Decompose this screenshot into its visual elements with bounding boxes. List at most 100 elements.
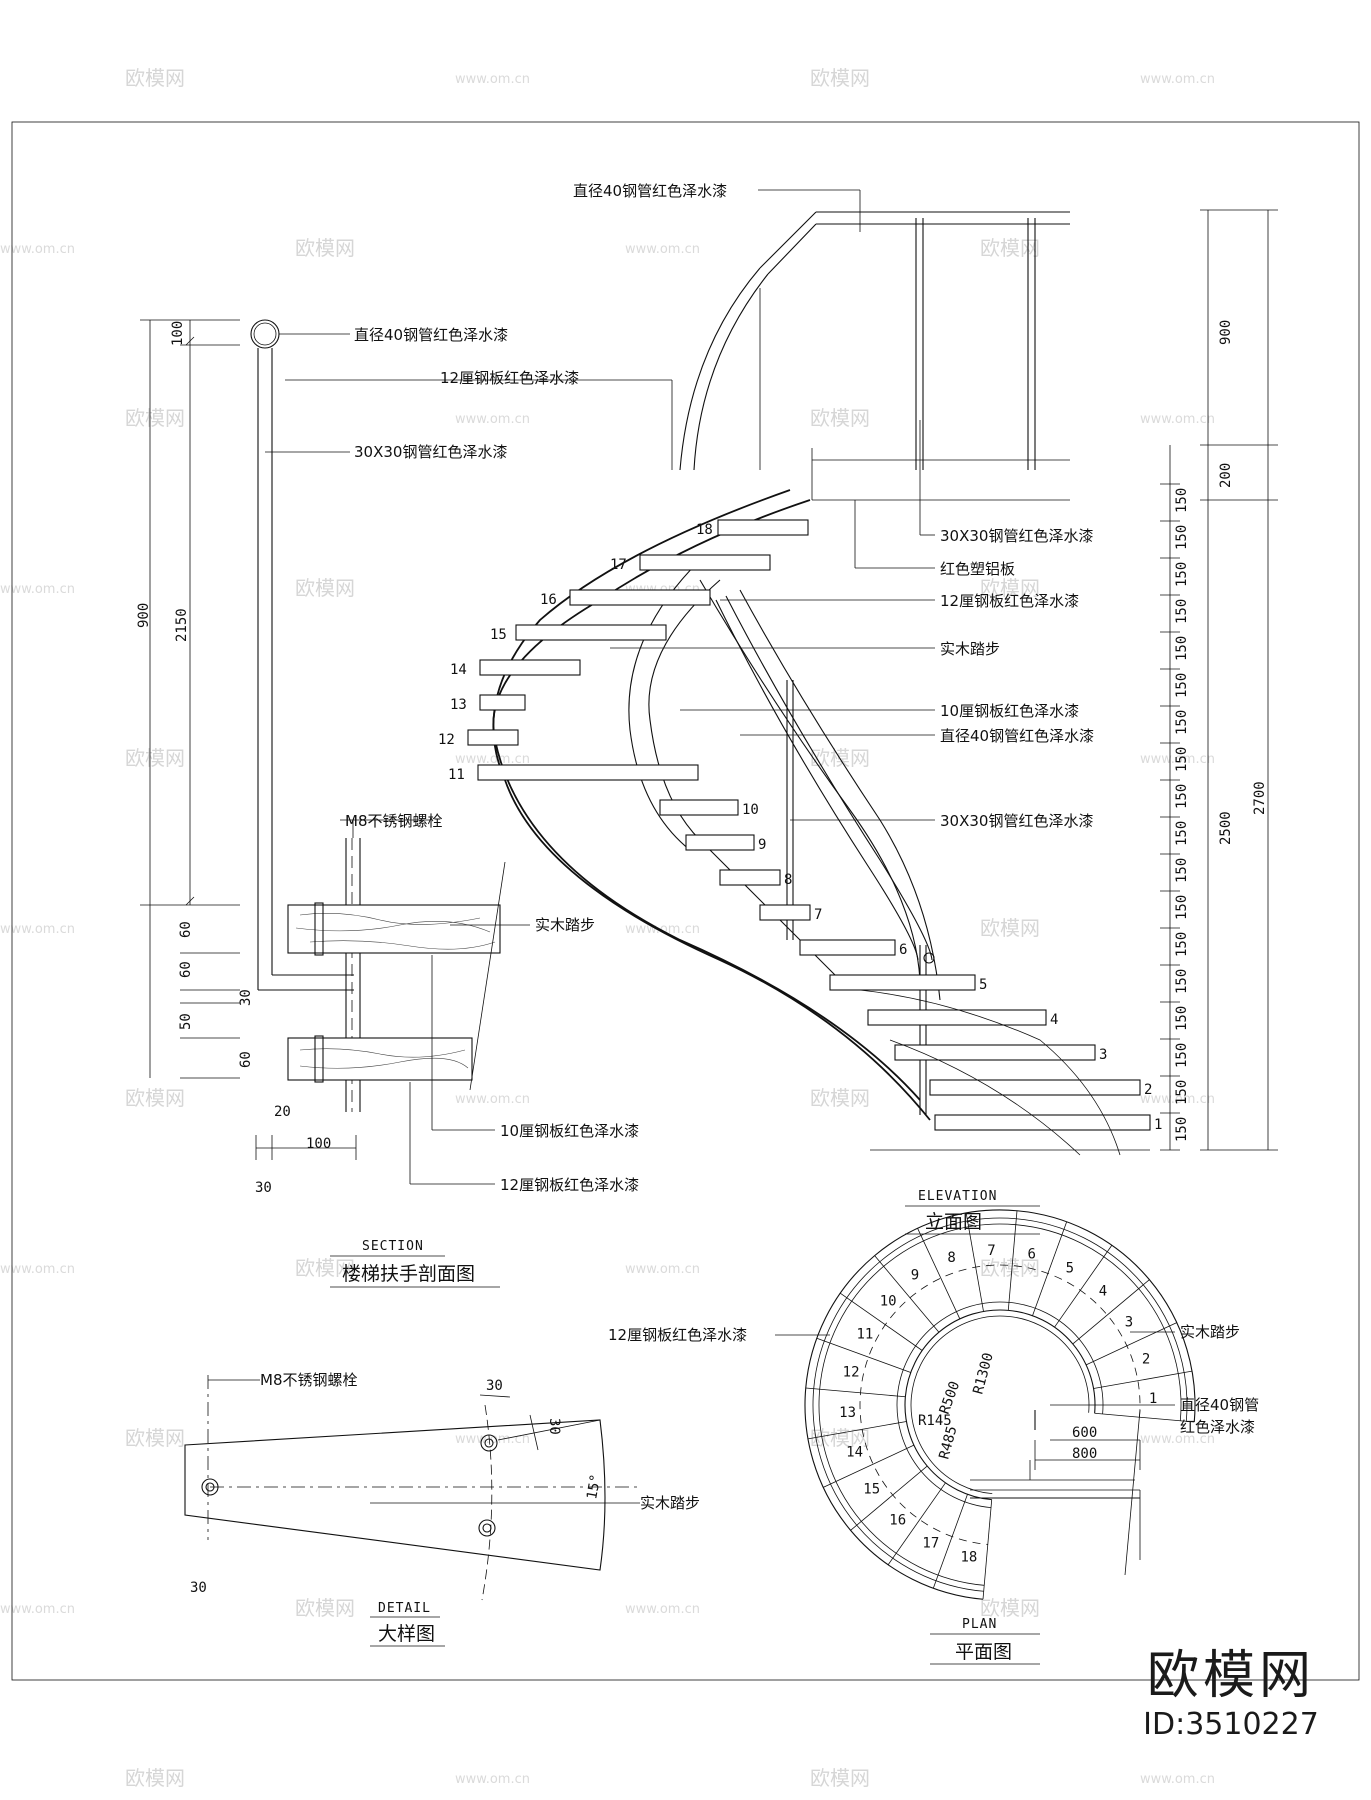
plan-step-number: 15 (863, 1481, 880, 1497)
dim-2150: 2150 (174, 608, 190, 642)
section-label-steel12b: 12厘钢板红色泽水漆 (500, 1176, 639, 1194)
elevation-tread (467, 729, 519, 746)
watermark-url: www.om.cn (455, 1432, 530, 1447)
elevation-tread (639, 554, 771, 571)
elev-dim-900: 900 (1218, 320, 1234, 345)
watermark-url: www.om.cn (1140, 412, 1215, 427)
sheet-frame (11, 121, 1360, 1681)
plan-r485: R485 (936, 1424, 960, 1461)
watermark-brand: 欧模网 (125, 1086, 185, 1110)
elevation-riser-dim: 150 (1174, 562, 1190, 587)
section-tread-upper (287, 904, 501, 954)
plan-label-handrail-2: 红色泽水漆 (1180, 1418, 1255, 1436)
plan-step-number: 12 (843, 1364, 860, 1380)
elevation-tread (479, 694, 526, 711)
dim-30v: 30 (238, 989, 254, 1006)
elev-dim-2700: 2700 (1252, 781, 1268, 815)
plan-step-number: 17 (922, 1535, 939, 1551)
elev-label-top-handrail: 直径40钢管红色泽水漆 (573, 182, 727, 200)
detail-drawing: 30 30 15° 30 M8不锈钢螺栓 实木踏步 DETAIL 大样图 (184, 1371, 700, 1647)
plan-title-en: PLAN (962, 1617, 997, 1632)
elev-label-post2: 30X30钢管红色泽水漆 (940, 812, 1093, 830)
elevation-step-number: 16 (540, 592, 557, 608)
detail-label-bolt: M8不锈钢螺栓 (260, 1371, 358, 1389)
elevation-step-number: 17 (610, 557, 627, 573)
brand-logo-id: ID:3510227 (1143, 1707, 1319, 1742)
plan-r500: R500 (937, 1379, 964, 1416)
detail-bolt-bottom-icon (478, 1519, 496, 1537)
elevation-step-number: 11 (448, 767, 465, 783)
elevation-step-number: 15 (490, 627, 507, 643)
elevation-riser-dim: 150 (1174, 525, 1190, 550)
elevation-step-number: 3 (1099, 1047, 1107, 1063)
elevation-riser-dim: 150 (1174, 858, 1190, 883)
watermark-url: www.om.cn (0, 242, 75, 257)
elevation-tread (759, 904, 811, 921)
elevation-tread (799, 939, 896, 956)
watermark-brand: 欧模网 (810, 66, 870, 90)
elevation-step-number: 12 (438, 732, 455, 748)
dim-50: 50 (178, 1013, 194, 1030)
section-label-bolt: M8不锈钢螺栓 (345, 812, 443, 830)
plan-step-number: 11 (857, 1326, 874, 1342)
elev-label-plastic: 红色塑铝板 (940, 560, 1015, 578)
elevation-riser-dim: 150 (1174, 969, 1190, 994)
watermark-brand: 欧模网 (295, 576, 355, 600)
watermark-url: www.om.cn (0, 582, 75, 597)
plan-title-cn: 平面图 (955, 1641, 1012, 1663)
dim-60c: 60 (238, 1051, 254, 1068)
watermark-url: www.om.cn (455, 412, 530, 427)
detail-bolt-top-icon (480, 1434, 498, 1452)
elevation-tread (477, 764, 699, 781)
elevation-tread (479, 659, 581, 676)
watermark-brand: 欧模网 (980, 1596, 1040, 1620)
watermark-brand: 欧模网 (810, 1766, 870, 1790)
elevation-tread (717, 519, 809, 536)
dim-20: 20 (274, 1104, 291, 1120)
plan-step-number: 4 (1099, 1284, 1107, 1300)
elevation-step-number: 9 (758, 837, 766, 853)
watermark-brand: 欧模网 (295, 1596, 355, 1620)
detail-dim-30b: 30 (546, 1418, 562, 1435)
elev-label-post: 30X30钢管红色泽水漆 (940, 527, 1093, 545)
plan-step-number: 1 (1149, 1391, 1157, 1407)
elevation-step-number: 2 (1144, 1082, 1152, 1098)
watermark-url: www.om.cn (625, 922, 700, 937)
elevation-step-number: 8 (784, 872, 792, 888)
plan-label-steel12: 12厘钢板红色泽水漆 (608, 1326, 747, 1344)
elevation-step-number: 10 (742, 802, 759, 818)
elev-label-handrail: 直径40钢管红色泽水漆 (940, 727, 1094, 745)
elevation-riser-dim: 150 (1174, 747, 1190, 772)
section-title-en: SECTION (362, 1239, 424, 1254)
elevation-riser-dim: 150 (1174, 1117, 1190, 1142)
elevation-riser-dim: 150 (1174, 636, 1190, 661)
watermark-brand: 欧模网 (125, 1766, 185, 1790)
elevation-riser-dim: 150 (1174, 932, 1190, 957)
plan-dim-600: 600 (1072, 1425, 1097, 1441)
detail-dim-angle: 15° (584, 1473, 604, 1501)
section-tread-lower (287, 1037, 473, 1081)
elevation-tread (894, 1044, 1096, 1061)
elevation-riser-dim: 150 (1174, 710, 1190, 735)
elevation-step-number: 14 (450, 662, 467, 678)
watermark-url: www.om.cn (1140, 72, 1215, 87)
plan-step-number: 8 (947, 1250, 955, 1266)
elevation-tread (929, 1079, 1141, 1096)
elevation-tread (829, 974, 976, 991)
elevation-step-number: 18 (696, 522, 713, 538)
plan-step-number: 10 (880, 1293, 897, 1309)
watermark-url: www.om.cn (455, 1092, 530, 1107)
plan-step-number: 9 (911, 1267, 919, 1283)
elevation-riser-dim: 150 (1174, 784, 1190, 809)
plan-label-tread: 实木踏步 (1180, 1323, 1240, 1341)
detail-dim-30c: 30 (190, 1580, 207, 1596)
detail-title-en: DETAIL (378, 1601, 431, 1616)
elevation-riser-dim: 150 (1174, 1043, 1190, 1068)
elevation-tread (719, 869, 781, 886)
elevation-riser-dim: 150 (1174, 488, 1190, 513)
plan-step-number: 7 (987, 1243, 995, 1259)
plan-step-number: 14 (846, 1445, 863, 1461)
watermark-url: www.om.cn (0, 1602, 75, 1617)
